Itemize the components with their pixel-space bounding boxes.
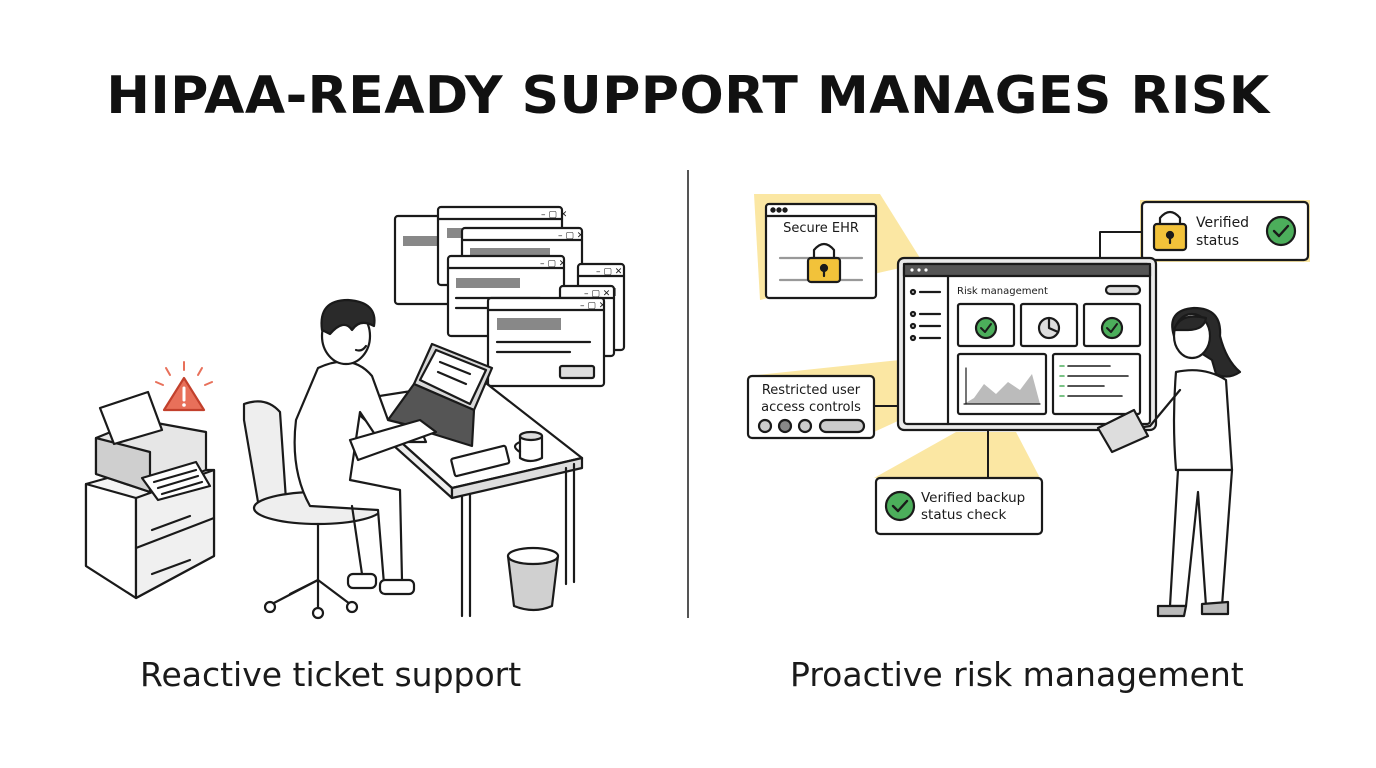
- backup-label-line2: status check: [921, 507, 1006, 523]
- left-scene: – ▢ ✕ – ▢ ✕ – ▢ ✕ – ▢ ✕: [84, 205, 626, 620]
- backup-label-line1: Verified backup: [921, 490, 1025, 506]
- restricted-label-line1: Restricted user: [762, 383, 861, 398]
- pie-chart-icon: [1037, 316, 1061, 340]
- window-controls-icon: – ▢ ✕: [541, 210, 567, 220]
- right-caption: Proactive risk management: [790, 655, 1244, 694]
- right-scene: Secure EHR Verified status: [746, 194, 1310, 618]
- window-controls-icon: – ▢ ✕: [558, 231, 584, 241]
- secure-ehr-label: Secure EHR: [783, 221, 859, 236]
- restricted-access-callout: Restricted user access controls: [746, 374, 876, 440]
- filing-cabinet: [84, 468, 216, 600]
- risk-dashboard: Risk management: [896, 256, 1158, 432]
- verified-status-callout: Verified status: [1140, 200, 1310, 262]
- paper-sheet: [98, 390, 164, 446]
- popup-window-front: – ▢ ✕: [486, 296, 606, 388]
- coffee-mug: [513, 430, 544, 463]
- check-circle-icon: [1265, 215, 1297, 247]
- window-controls-icon: – ▢ ✕: [540, 259, 566, 269]
- access-toggle-2[interactable]: [777, 418, 793, 434]
- center-divider: [687, 170, 689, 618]
- check-circle-icon: [1100, 316, 1124, 340]
- printer: [94, 390, 212, 502]
- secure-ehr-window: Secure EHR: [764, 202, 878, 300]
- verified-backup-callout: Verified backup status check: [874, 476, 1044, 536]
- laptop: [386, 342, 494, 448]
- warning-alert-icon: [155, 361, 213, 412]
- window-controls-icon: – ▢ ✕: [584, 289, 610, 299]
- lock-icon: [1152, 210, 1188, 252]
- notebook: [450, 444, 511, 478]
- list-card: [1051, 352, 1142, 416]
- lock-icon: [806, 242, 842, 284]
- it-specialist: [1096, 306, 1242, 618]
- dashboard-toggle[interactable]: [1104, 284, 1142, 296]
- check-circle-icon: [884, 490, 916, 522]
- access-toggle-3[interactable]: [797, 418, 813, 434]
- area-chart-icon: [964, 374, 1040, 404]
- verified-status-label-line2: status: [1196, 233, 1239, 249]
- tablet: [1096, 408, 1150, 454]
- window-controls-icon: – ▢ ✕: [596, 267, 622, 277]
- access-toggle-1[interactable]: [757, 418, 773, 434]
- check-circle-icon: [974, 316, 998, 340]
- popup-windows: – ▢ ✕ – ▢ ✕ – ▢ ✕ – ▢ ✕: [393, 205, 626, 388]
- list-lines: [1059, 365, 1129, 397]
- trash-bin: [506, 546, 560, 612]
- dashboard-sidebar: [909, 288, 942, 342]
- dashboard-header: Risk management: [957, 286, 1048, 297]
- access-slider[interactable]: [818, 418, 866, 434]
- page-title: HIPAA-READY SUPPORT MANAGES RISK: [106, 66, 1270, 126]
- support-technician: [293, 298, 438, 596]
- left-caption: Reactive ticket support: [140, 655, 522, 694]
- verified-status-label-line1: Verified: [1196, 215, 1249, 231]
- restricted-label-line2: access controls: [761, 400, 861, 415]
- window-controls-icon: – ▢ ✕: [580, 301, 606, 311]
